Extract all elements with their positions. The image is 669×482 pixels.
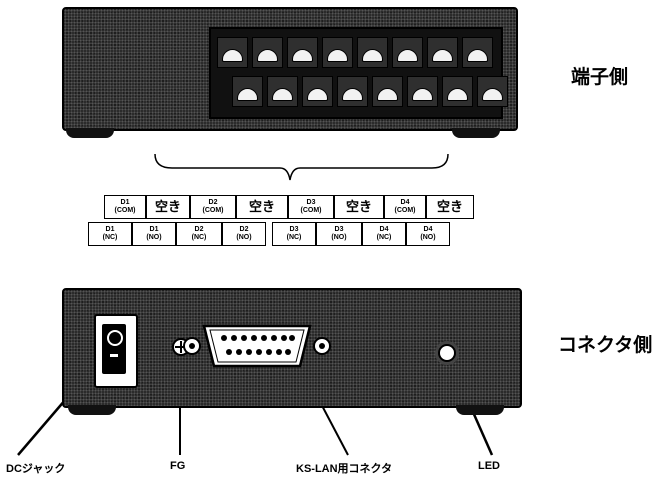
tag-d3-nc: D3(NC): [272, 222, 316, 246]
fg-caption: FG: [170, 460, 185, 472]
terminal-brace: [155, 154, 448, 180]
tag-d2-com: D2(COM): [190, 195, 236, 219]
connector-side-unit: [62, 288, 522, 408]
dc-jack-socket: [102, 324, 126, 374]
unit-foot: [456, 405, 504, 415]
tag-d3-no: D3(NO): [316, 222, 362, 246]
led-indicator: [438, 344, 456, 362]
led-caption: LED: [478, 460, 500, 472]
connector-caption: KS-LAN用コネクタ: [296, 460, 392, 476]
dc-jack: [94, 314, 138, 388]
connector-side-label: コネクタ側: [558, 330, 652, 357]
tag-d2-nc: D2(NC): [176, 222, 222, 246]
tag-empty: 空き: [236, 195, 288, 219]
tag-d4-com: D4(COM): [384, 195, 426, 219]
tag-d2-no: D2(NO): [222, 222, 266, 246]
tag-d4-nc: D4(NC): [362, 222, 406, 246]
tag-empty: 空き: [334, 195, 384, 219]
unit-foot: [68, 405, 116, 415]
tag-d4-no: D4(NO): [406, 222, 450, 246]
tag-empty: 空き: [426, 195, 474, 219]
tag-empty: 空き: [146, 195, 190, 219]
tag-d1-nc: D1(NC): [88, 222, 132, 246]
dc-jack-caption: DCジャック: [6, 460, 65, 476]
tag-d3-com: D3(COM): [288, 195, 334, 219]
tag-d1-com: D1(COM): [104, 195, 146, 219]
tag-d1-no: D1(NO): [132, 222, 176, 246]
ks-lan-connector: [182, 320, 332, 372]
